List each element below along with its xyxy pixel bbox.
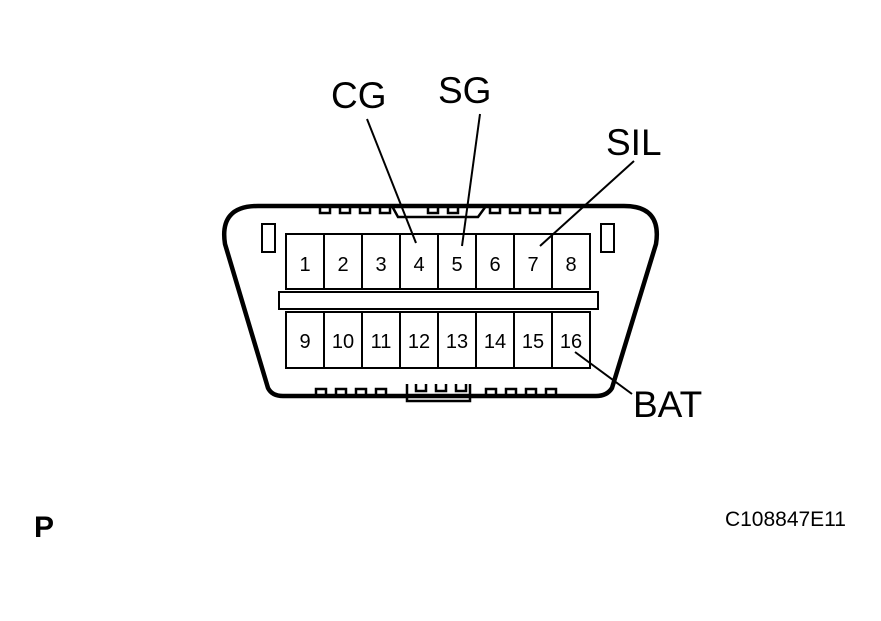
left-side-slot — [261, 223, 276, 253]
top-pin-dividers — [323, 234, 553, 289]
pin-number-4: 4 — [413, 254, 424, 276]
sil-callout-label: SIL — [606, 122, 662, 163]
pin-number-8: 8 — [565, 254, 576, 276]
top-row-pin-numbers: 1 2 3 4 5 6 7 8 — [299, 254, 576, 276]
cg-leader-line — [366, 118, 417, 244]
pin-number-2: 2 — [337, 254, 348, 276]
housing-top-notches — [318, 206, 562, 215]
cg-callout-label: CG — [331, 75, 387, 116]
pin-number-14: 14 — [484, 331, 506, 353]
pin-number-11: 11 — [371, 331, 392, 353]
pin-number-13: 13 — [446, 331, 468, 353]
bottom-row-pin-numbers: 9 10 11 12 13 14 15 16 — [299, 331, 582, 353]
pin-number-15: 15 — [522, 331, 544, 353]
bottom-pin-dividers — [323, 312, 553, 368]
pin-number-10: 10 — [332, 331, 354, 353]
pin-number-6: 6 — [489, 254, 500, 276]
sil-leader-line — [539, 160, 635, 247]
figure-code: C108847E11 — [724, 508, 846, 531]
pin-number-12: 12 — [408, 331, 430, 353]
pin-number-16: 16 — [560, 331, 582, 353]
sg-leader-line — [461, 113, 481, 247]
pin-number-5: 5 — [451, 254, 462, 276]
sg-callout-label: SG — [438, 70, 492, 111]
bat-callout-label: BAT — [633, 384, 703, 425]
housing-top-key — [390, 205, 488, 219]
pin-number-9: 9 — [299, 331, 310, 353]
connector-housing — [221, 203, 660, 399]
bat-leader-line — [574, 351, 633, 395]
pin-number-1: 1 — [299, 254, 310, 276]
housing-bottom-tab — [405, 384, 472, 403]
pin-number-7: 7 — [527, 254, 538, 276]
housing-bottom-notches — [314, 387, 558, 396]
corner-letter: P — [34, 511, 55, 544]
center-separator-bar — [278, 291, 599, 310]
pin-number-3: 3 — [375, 254, 386, 276]
right-side-slot — [600, 223, 615, 253]
